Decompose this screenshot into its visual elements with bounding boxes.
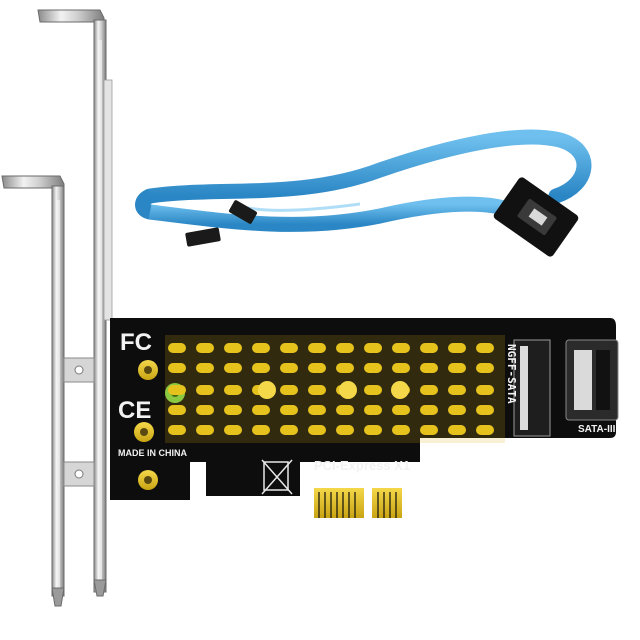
gold-pad [168, 405, 186, 415]
gold-pad [252, 425, 270, 435]
gold-pad [392, 363, 410, 373]
gold-pad [392, 405, 410, 415]
gold-pad [476, 425, 494, 435]
gold-pad [252, 343, 270, 353]
gold-pad [364, 425, 382, 435]
gold-pad [476, 405, 494, 415]
gold-pad [364, 405, 382, 415]
gold-pad [196, 343, 214, 353]
gold-pad [364, 343, 382, 353]
m2-adapter-card: FC CE MADE IN CHINA NGFF-SATA [110, 318, 619, 518]
gold-pad [280, 363, 298, 373]
fcc-logo: FC [120, 329, 152, 356]
gold-pad [308, 425, 326, 435]
gold-pad [420, 385, 438, 395]
gold-pad [252, 405, 270, 415]
interface-label: PCI-Express X1 [314, 458, 410, 473]
gold-pad [364, 363, 382, 373]
gold-pad [308, 405, 326, 415]
gold-pad [336, 343, 354, 353]
m2-pad-grid [165, 335, 505, 443]
gold-pad [448, 425, 466, 435]
gold-pad [392, 343, 410, 353]
m2-slot: NGFF-SATA [505, 339, 551, 437]
gold-pad [420, 405, 438, 415]
gold-pad [476, 343, 494, 353]
gold-pad [392, 425, 410, 435]
gold-pad [420, 425, 438, 435]
gold-pad [364, 385, 382, 395]
gold-pad [280, 405, 298, 415]
gold-pad [196, 385, 214, 395]
sata-port: SATA-III [565, 339, 619, 435]
gold-pad [280, 425, 298, 435]
gold-pad [224, 405, 242, 415]
slot-label: NGFF-SATA [505, 344, 518, 404]
svg-text:CE: CE [118, 397, 151, 424]
origin-label: MADE IN CHINA [118, 448, 187, 458]
full-height-bracket [37, 9, 113, 597]
gold-pad [448, 405, 466, 415]
gold-pad [168, 363, 186, 373]
gold-pad [336, 405, 354, 415]
gold-pad [336, 363, 354, 373]
gold-pad [224, 425, 242, 435]
gold-pad [420, 363, 438, 373]
gold-pad [196, 405, 214, 415]
gold-pad [308, 363, 326, 373]
gold-pad [448, 385, 466, 395]
pcie-edge-connector [314, 488, 402, 518]
gold-pad [224, 363, 242, 373]
gold-pad [196, 425, 214, 435]
cable-connector-right [493, 177, 579, 257]
gold-pad [168, 425, 186, 435]
cable-connector-left [185, 200, 258, 247]
svg-text:FC: FC [120, 329, 152, 356]
gold-pad [476, 363, 494, 373]
gold-pad [168, 385, 186, 395]
weee-icon [261, 459, 293, 495]
gold-pad [336, 425, 354, 435]
gold-pad [308, 343, 326, 353]
port-label: SATA-III [578, 424, 616, 435]
gold-pad [420, 343, 438, 353]
gold-pad [224, 343, 242, 353]
gold-pad [448, 343, 466, 353]
gold-pad [224, 385, 242, 395]
gold-pad [168, 343, 186, 353]
gold-pad [196, 363, 214, 373]
gold-pad [448, 363, 466, 373]
gold-pad [280, 343, 298, 353]
ce-logo: CE [118, 397, 151, 424]
gold-pad [308, 385, 326, 395]
sata-cable [135, 129, 592, 257]
gold-pad [476, 385, 494, 395]
gold-pad [252, 363, 270, 373]
low-profile-bracket [1, 175, 95, 607]
gold-pad [280, 385, 298, 395]
